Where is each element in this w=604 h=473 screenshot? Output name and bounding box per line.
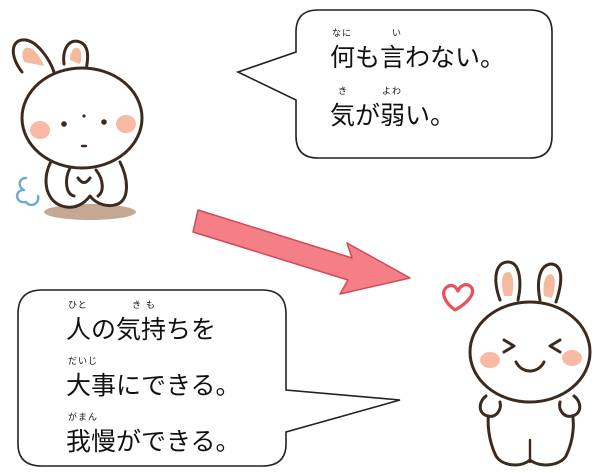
top-bubble-text: なに い 何も言わない。 き よわ 気が弱い。 <box>330 26 540 146</box>
happy-statement-3: 我慢ができる。 <box>66 427 241 456</box>
arrow-icon <box>192 209 411 295</box>
speech-bubble-top <box>235 9 553 159</box>
ruby-gaman: がまん <box>68 413 99 423</box>
ruby-daiji: だいじ <box>68 357 99 367</box>
sad-rabbit-icon <box>11 38 144 220</box>
sad-statement-2: 気が弱い。 <box>330 101 456 130</box>
heart-icon <box>442 283 475 312</box>
happy-statement-2: 大事にできる。 <box>66 371 241 400</box>
speech-bubble-bottom <box>17 289 401 467</box>
ruby-nani: なに <box>332 29 353 39</box>
ruby-kimo: き も <box>132 301 156 311</box>
ruby-i: い <box>392 29 403 39</box>
happy-rabbit-icon <box>468 260 592 467</box>
ruby-ki: き <box>338 87 349 97</box>
ruby-hito: ひと <box>68 301 88 311</box>
happy-statement-1: 人の気持ちを <box>66 315 217 344</box>
bottom-bubble-text: ひと き も 人の気持ちを だいじ 大事にできる。 がまん 我慢ができる。 <box>66 298 286 468</box>
sad-statement-1: 何も言わない。 <box>330 43 506 72</box>
ruby-yowa: よわ <box>382 87 403 97</box>
sigh-icon <box>15 176 40 207</box>
